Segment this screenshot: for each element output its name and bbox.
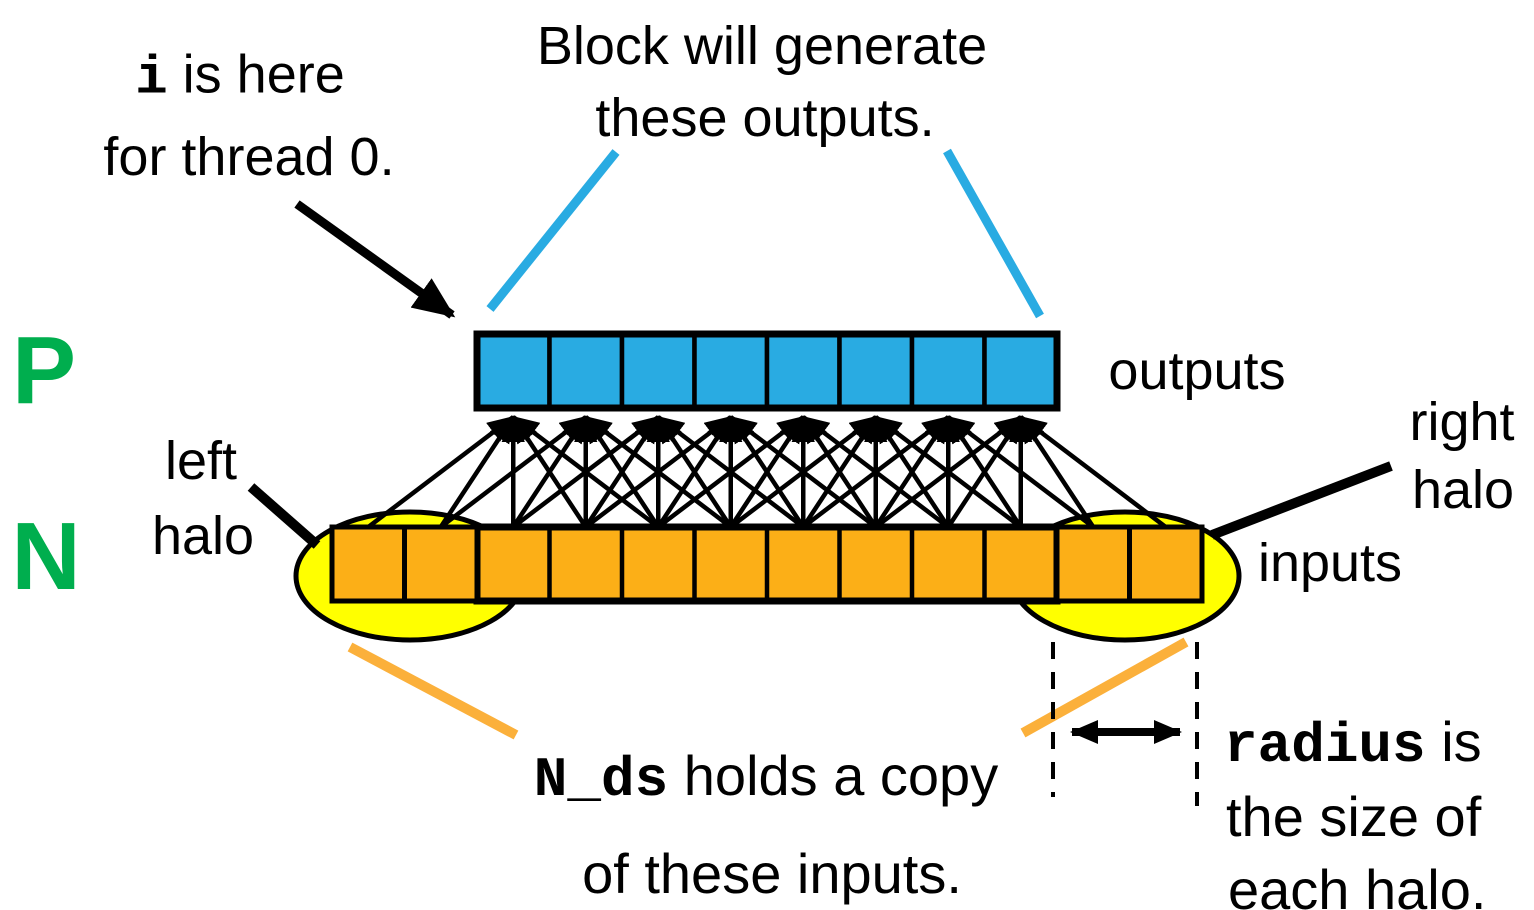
i-code: i [135, 48, 168, 110]
stencil-fan-line [873, 415, 951, 529]
block-note-line1: Block will generate [536, 16, 988, 76]
nds-pointer-right [1020, 637, 1189, 738]
halo-input-cell [1054, 524, 1132, 604]
right-halo-line2: halo [1411, 460, 1515, 520]
p-array-label: P [11, 317, 77, 424]
stencil-fan-line [946, 415, 1023, 529]
nds-note-line2: of these inputs. [582, 842, 962, 905]
right-halo-pointer [1210, 461, 1393, 540]
stencil-fan-line [439, 415, 588, 529]
stencil-fan-line [729, 415, 878, 529]
stencil-fan-line [656, 415, 805, 529]
stencil-fan-line [438, 415, 516, 529]
outputs-pointer-left [486, 149, 620, 312]
output-row-frame [473, 330, 1061, 412]
output-cell [619, 331, 697, 411]
left-halo-line1: left [164, 431, 238, 491]
radius-note-line2: the size of [1226, 785, 1482, 848]
right-halo-line1: right [1409, 392, 1515, 452]
inputs-label: inputs [1257, 533, 1403, 593]
output-cell [474, 331, 552, 411]
output-cell [547, 331, 625, 411]
output-cell [764, 331, 842, 411]
stencil-fan-line [511, 415, 660, 529]
outputs-pointer-right [943, 148, 1044, 319]
halo-input-cell [329, 524, 407, 604]
nds-pointer-left [347, 642, 519, 740]
stencil-fan-line [728, 415, 806, 529]
block-note-line2: these outputs. [595, 88, 935, 148]
stencil-fan-line [874, 415, 1023, 529]
nds-note-line1: N_ds holds a copy [533, 744, 999, 812]
radius-note-line3: each halo. [1228, 858, 1487, 910]
stencil-fan-line [1018, 415, 1096, 529]
stencil-fan-line [511, 415, 588, 529]
i-note-line2: for thread 0. [103, 127, 395, 187]
radius-code: radius [1224, 714, 1426, 778]
stencil-fan-line [1019, 415, 1168, 529]
left-halo-line2: halo [151, 506, 255, 566]
i-pointer-arrow [294, 200, 456, 319]
stencil-fan-line [656, 415, 733, 529]
stencil-fan-line [583, 415, 661, 529]
stencil-fan-line [366, 415, 515, 529]
stencil-fan-line [584, 415, 733, 529]
output-cell [692, 331, 770, 411]
outputs-label: outputs [1108, 341, 1286, 401]
halo-input-cell [402, 524, 480, 604]
output-cell [982, 331, 1060, 411]
radius-note-line1: radius is [1224, 710, 1482, 778]
i-note-line1: i is here [135, 44, 345, 110]
output-cell [837, 331, 915, 411]
left-halo-pointer [247, 483, 321, 549]
halo-input-cell [1127, 524, 1205, 604]
output-cell [909, 331, 987, 411]
stencil-fan-line [801, 415, 878, 529]
stencil-fan-line [801, 415, 950, 529]
n-array-label: N [11, 503, 81, 610]
nds-code: N_ds [533, 748, 669, 812]
